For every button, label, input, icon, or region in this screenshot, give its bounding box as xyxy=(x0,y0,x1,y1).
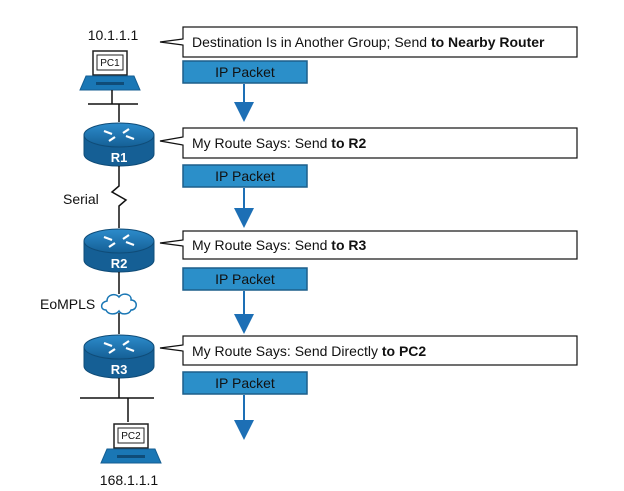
pc2-label: PC2 xyxy=(121,431,141,442)
step3-callout xyxy=(159,230,578,260)
cloud-icon xyxy=(100,293,137,315)
step3-note: My Route Says: Send to R3 xyxy=(192,237,367,253)
pc1-label: PC1 xyxy=(100,58,120,69)
step4-callout xyxy=(159,335,578,366)
step1-packet-label: IP Packet xyxy=(215,64,275,80)
step4-packet-label: IP Packet xyxy=(215,375,275,391)
step2-note-text: My Route Says: Send xyxy=(192,135,331,151)
step4-note-target: to PC2 xyxy=(382,343,427,359)
r2-label: R2 xyxy=(111,256,128,271)
r1-label: R1 xyxy=(111,150,128,165)
eompls-link-label: EoMPLS xyxy=(40,296,95,312)
serial-link-label: Serial xyxy=(63,191,99,207)
step3-note-text: My Route Says: Send xyxy=(192,237,331,253)
step3-note-target: to R3 xyxy=(331,237,366,253)
step3-packet-label: IP Packet xyxy=(215,271,275,287)
r2-router-icon xyxy=(83,228,155,273)
step1-packet xyxy=(182,60,308,84)
pc2-pc-icon xyxy=(100,423,162,464)
step2-packet xyxy=(182,164,308,188)
step4-note-text: My Route Says: Send Directly xyxy=(192,343,382,359)
step4-note: My Route Says: Send Directly to PC2 xyxy=(192,343,426,359)
r3-router-icon xyxy=(83,334,155,379)
step1-note-target: to Nearby Router xyxy=(431,34,545,50)
step2-callout xyxy=(159,127,578,159)
pc2-ip-label: 168.1.1.1 xyxy=(100,472,159,488)
step4-packet xyxy=(182,371,308,395)
r3-label: R3 xyxy=(111,362,128,377)
serial-link-icon xyxy=(110,166,128,228)
step2-packet-label: IP Packet xyxy=(215,168,275,184)
pc1-pc-icon xyxy=(79,50,141,91)
step2-note-target: to R2 xyxy=(331,135,366,151)
step1-note-text: Destination Is in Another Group; Send xyxy=(192,34,431,50)
step2-note: My Route Says: Send to R2 xyxy=(192,135,367,151)
step1-note: Destination Is in Another Group; Send to… xyxy=(192,34,545,50)
pc1-ip-label: 10.1.1.1 xyxy=(88,27,139,43)
step1-callout xyxy=(159,26,578,58)
r1-router-icon xyxy=(83,122,155,167)
step3-packet xyxy=(182,267,308,291)
